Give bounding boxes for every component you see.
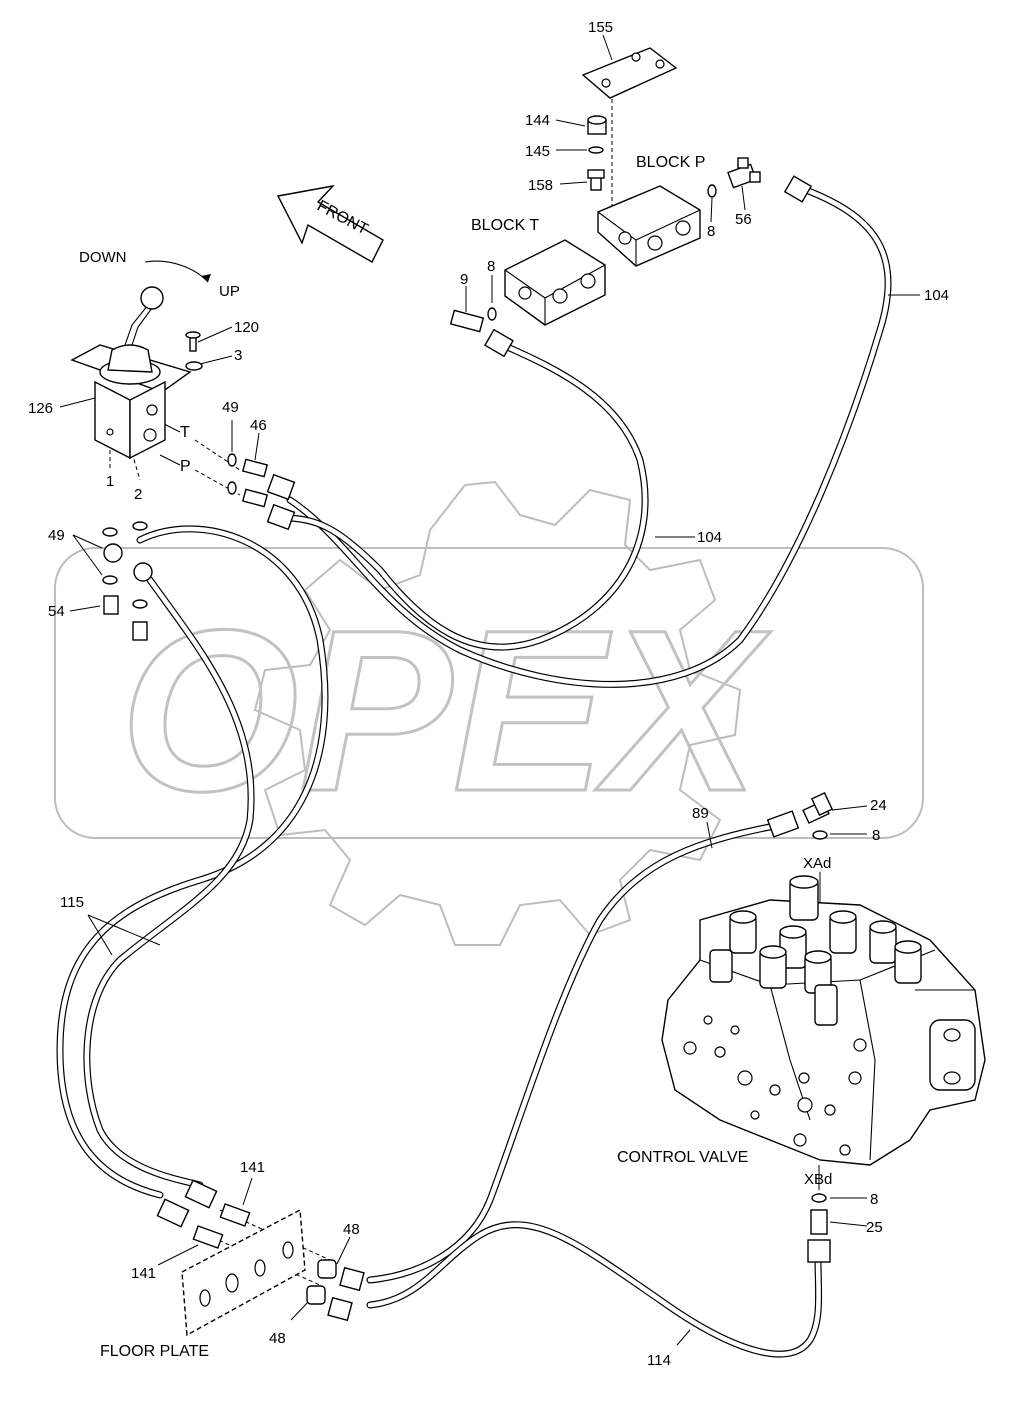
part-number-8-valve-bottom: 8 — [870, 1191, 878, 1208]
watermark-gear-outline — [253, 480, 742, 946]
oring-2 — [132, 521, 148, 531]
pedal-knob — [140, 286, 164, 310]
part-number-25: 25 — [866, 1219, 883, 1236]
seal-145 — [588, 146, 604, 154]
part-number-49-left: 49 — [48, 527, 65, 544]
part-number-104-mid: 104 — [697, 529, 722, 546]
part-number-158: 158 — [528, 177, 553, 194]
label-floor-plate: FLOOR PLATE — [100, 1343, 209, 1360]
label-port-p: P — [180, 458, 191, 475]
labels: 155 144 145 158 BLOCK P 56 8 BLOCK T 8 9… — [28, 19, 949, 1369]
connector-141-b — [192, 1225, 224, 1249]
block-p-assembly — [581, 47, 813, 267]
label-up: UP — [219, 283, 240, 300]
valve-fittings — [766, 791, 834, 1263]
label-down: DOWN — [79, 249, 127, 266]
watermark: OPEX — [54, 480, 924, 946]
watermark-rounded-box — [54, 547, 924, 839]
screw-120 — [189, 336, 197, 352]
oring-49-top — [227, 453, 237, 467]
part-number-48-bottom: 48 — [269, 1330, 286, 1347]
connector-46-b — [241, 488, 269, 508]
part-number-115: 115 — [60, 894, 84, 911]
floor-plate-assembly — [156, 1179, 365, 1337]
label-port-t: T — [180, 424, 190, 441]
oring-8-block-p — [707, 184, 717, 198]
fitting-9 — [449, 309, 485, 333]
part-number-8-valve-top: 8 — [872, 827, 880, 844]
part-number-56: 56 — [735, 211, 752, 228]
part-number-3: 3 — [234, 347, 242, 364]
plate-155 — [581, 47, 678, 99]
nut-48-b — [306, 1285, 326, 1305]
label-xad: XAd — [803, 855, 831, 872]
down-up-arrow — [144, 260, 209, 283]
block-t-assembly — [449, 239, 606, 358]
part-number-104-right: 104 — [924, 287, 949, 304]
front-arrow: FRONT — [276, 184, 384, 263]
part-number-141-top: 141 — [240, 1159, 265, 1176]
control-valve — [661, 875, 986, 1166]
part-number-2: 2 — [134, 486, 142, 503]
washer-3 — [185, 361, 203, 371]
oring-49-p — [227, 481, 237, 495]
down-up-arrowhead — [201, 274, 211, 282]
label-xbd: XBd — [804, 1171, 832, 1188]
part-number-114: 114 — [647, 1352, 671, 1369]
part-number-46: 46 — [250, 417, 267, 434]
hose-114 — [366, 1221, 823, 1358]
part-number-126: 126 — [28, 400, 53, 417]
part-number-54: 54 — [48, 603, 65, 620]
part-number-8-block-p: 8 — [707, 223, 715, 240]
part-number-49-top: 49 — [222, 399, 239, 416]
part-number-155: 155 — [588, 19, 613, 36]
part-number-120: 120 — [234, 319, 259, 336]
bolt-54-b — [132, 621, 148, 641]
banjo-b — [133, 562, 153, 582]
part-number-141-bottom: 141 — [131, 1265, 156, 1282]
bolt-54-a — [103, 595, 119, 615]
connector-46-a — [241, 458, 269, 478]
part-number-8-block-t: 8 — [487, 258, 495, 275]
oring-1 — [102, 527, 118, 537]
banjo-a — [103, 543, 123, 563]
label-block-p: BLOCK P — [636, 154, 705, 171]
oring-8-block-t — [487, 307, 497, 321]
hoses — [56, 186, 892, 1358]
pedal-valve-126 — [70, 286, 203, 460]
nut-48-a — [317, 1259, 337, 1279]
connector-141-a — [219, 1203, 251, 1227]
label-control-valve: CONTROL VALVE — [617, 1149, 748, 1166]
oring-8-valve-bottom — [811, 1193, 827, 1203]
connector-25 — [810, 1209, 828, 1235]
pedal-fittings — [102, 453, 296, 641]
watermark-text: OPEX — [120, 582, 771, 839]
leader-lines — [59, 34, 920, 1346]
part-number-89: 89 — [692, 805, 709, 822]
part-number-1: 1 — [106, 473, 114, 490]
part-number-145: 145 — [525, 143, 550, 160]
oring-8-valve-top — [812, 830, 828, 840]
floor-plate — [181, 1208, 306, 1337]
part-number-48-top: 48 — [343, 1221, 360, 1238]
part-number-9: 9 — [460, 271, 468, 288]
label-block-t: BLOCK T — [471, 217, 539, 234]
part-number-144: 144 — [525, 112, 550, 129]
part-number-24: 24 — [870, 797, 887, 814]
